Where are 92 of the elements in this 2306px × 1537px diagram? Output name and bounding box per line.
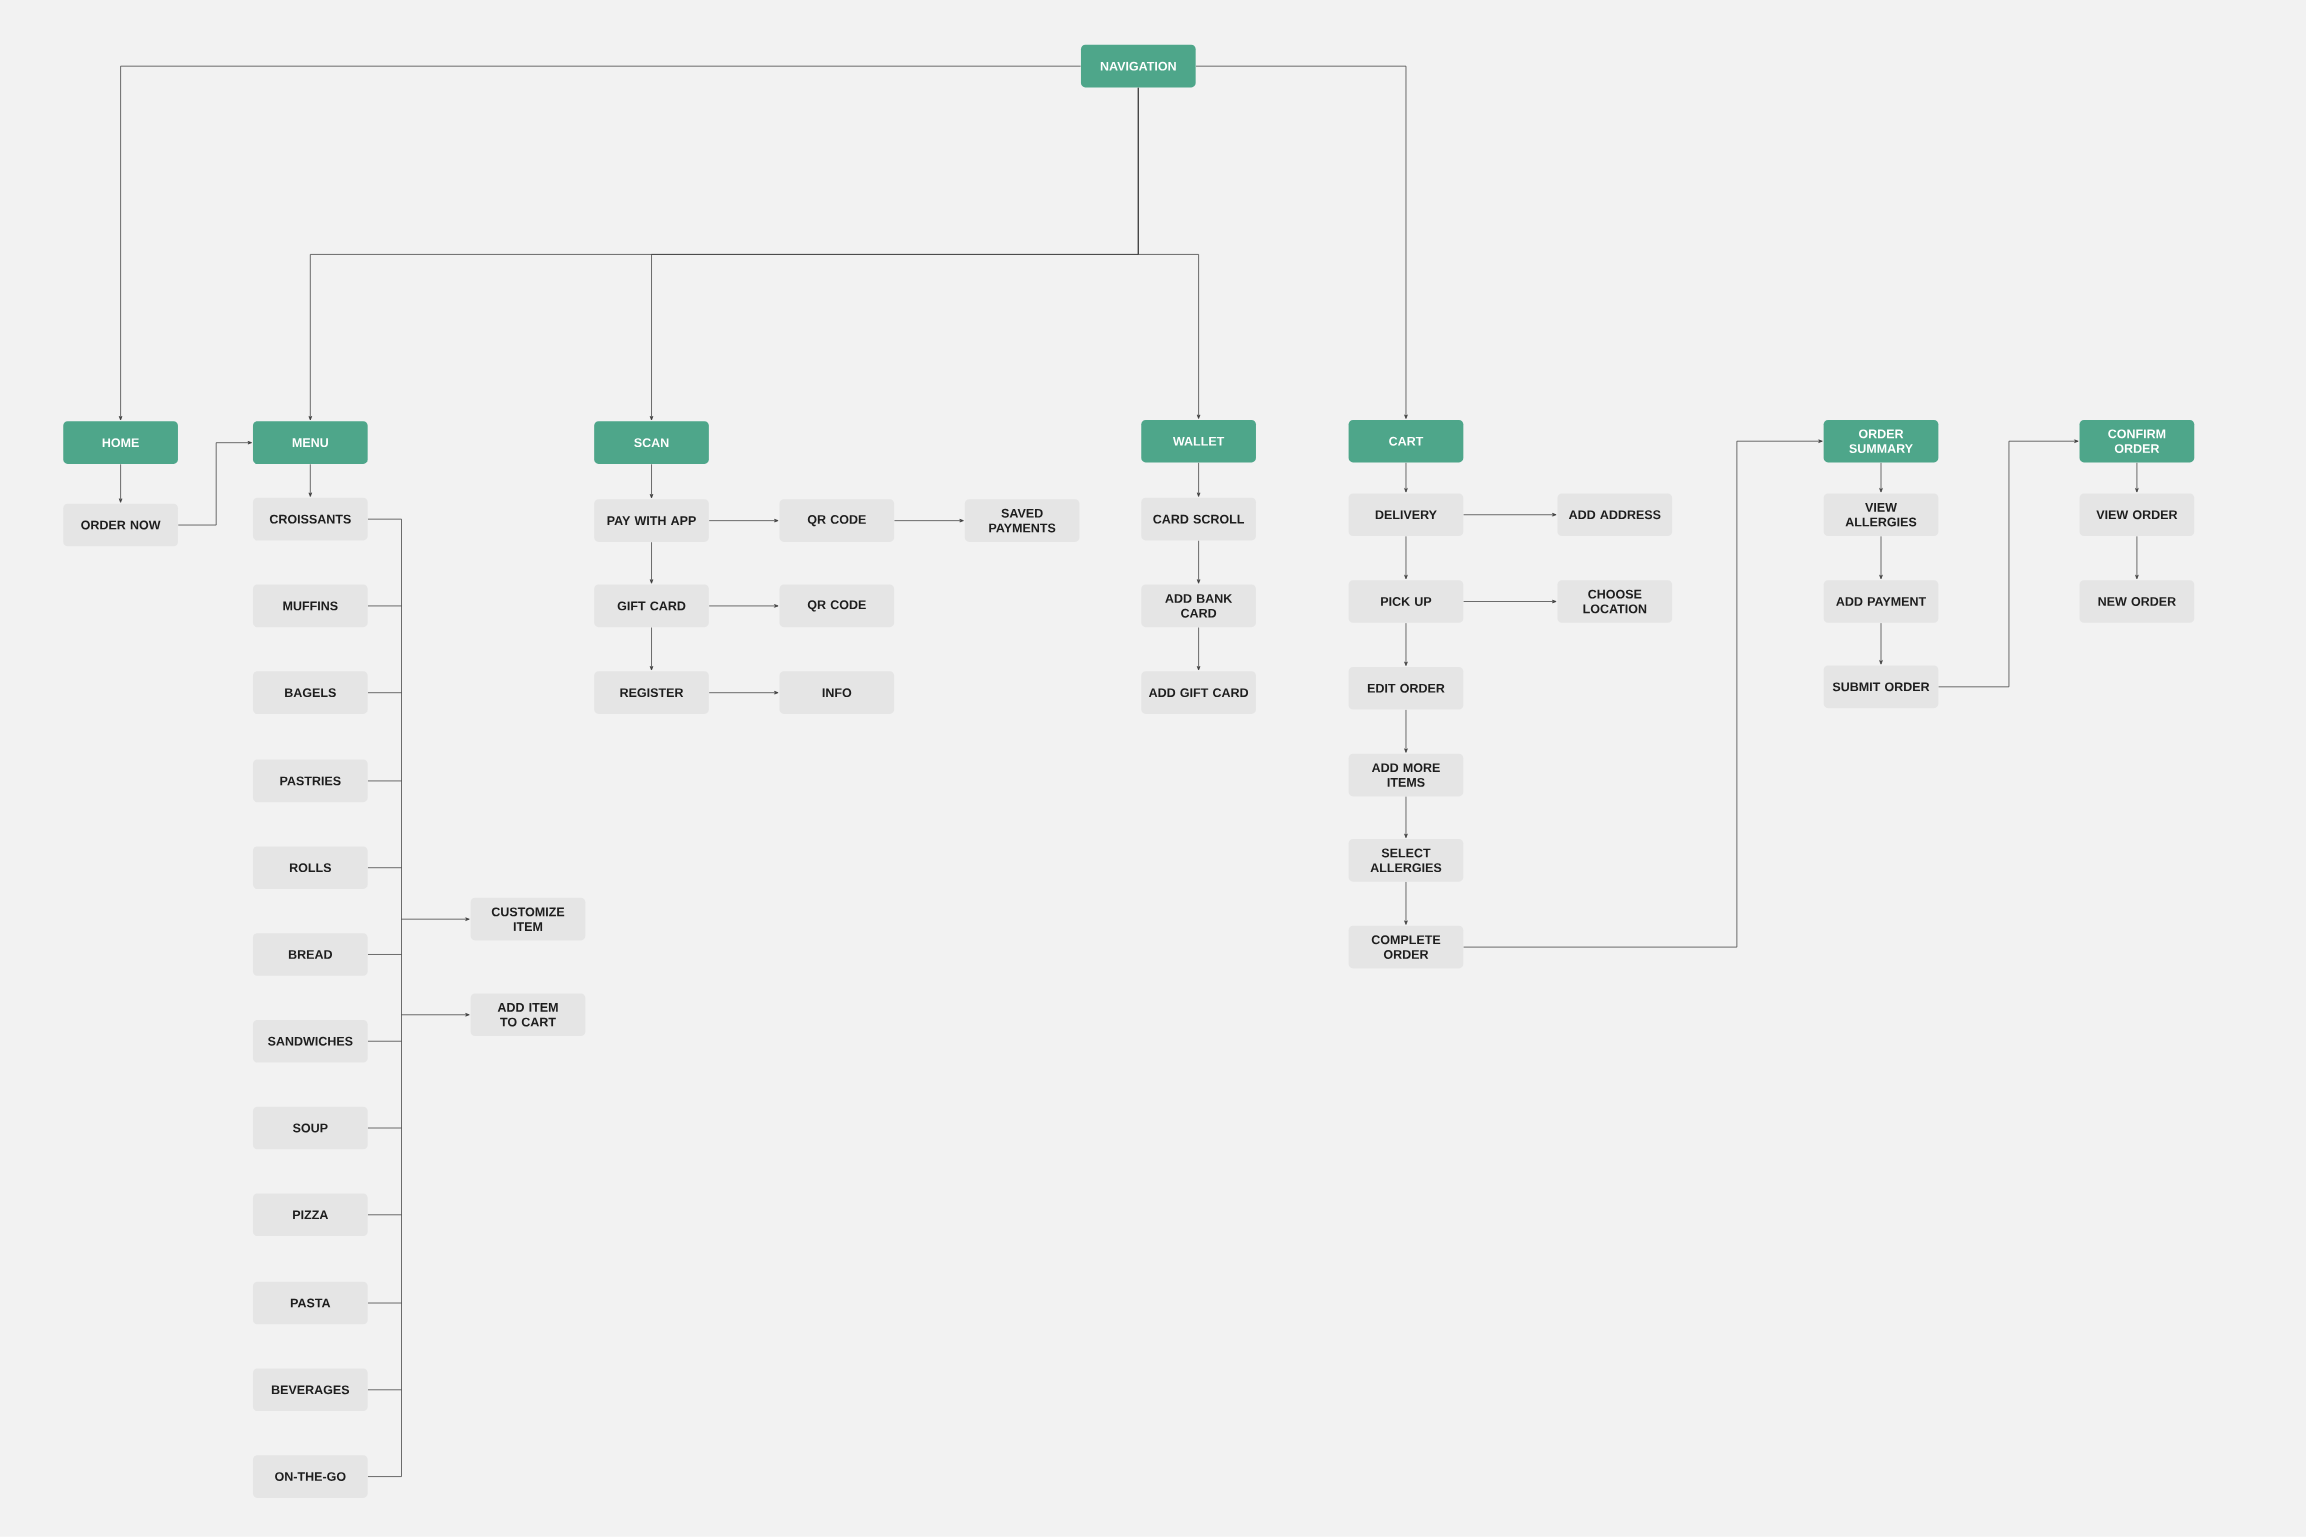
connector-line	[367, 692, 402, 694]
connector-arrow	[118, 65, 1082, 421]
page-box: INFO	[779, 671, 895, 715]
page-box: ADD BANK CARD	[1141, 584, 1256, 628]
connector-line	[367, 605, 402, 607]
page-box: SOUP	[252, 1106, 368, 1150]
connector-line	[367, 1127, 402, 1129]
connector-line	[367, 1476, 402, 1477]
connector-arrow	[894, 518, 964, 523]
connector-line	[367, 954, 402, 955]
section-box: NAVIGATION	[1080, 44, 1196, 88]
page-box: ADD PAYMENT	[1823, 580, 1939, 623]
page-box: BREAD	[252, 933, 368, 976]
page-box: VIEW ORDER	[2079, 493, 2195, 537]
page-box: PASTA	[252, 1281, 368, 1325]
page-box: NEW ORDER	[2079, 580, 2195, 623]
page-box: QR CODE	[779, 499, 895, 543]
connector-arrow	[1463, 599, 1557, 604]
connector-line	[367, 780, 402, 782]
page-box: PASTRIES	[252, 759, 368, 803]
page-box: BEVERAGES	[252, 1368, 368, 1412]
section-box: CONFIRM ORDER	[2079, 419, 2195, 463]
page-box: COMPLETE ORDER	[1348, 925, 1464, 969]
connector-arrow	[1463, 439, 1823, 948]
connector-line	[367, 1389, 402, 1391]
page-box: EDIT ORDER	[1348, 667, 1464, 710]
connector-arrow	[708, 518, 779, 523]
page-box: ON-THE-GO	[252, 1455, 368, 1498]
connector-arrow	[1463, 513, 1557, 517]
connector-arrow	[308, 464, 313, 497]
page-box: ADD GIFT CARD	[1141, 671, 1256, 715]
section-box: ORDER SUMMARY	[1823, 419, 1939, 463]
connector-arrow	[1404, 622, 1408, 667]
connector-arrow	[118, 464, 123, 503]
connector-line	[367, 867, 402, 869]
connector-arrow	[1196, 540, 1201, 584]
page-box: VIEW ALLERGIES	[1823, 493, 1939, 537]
page-box: DELIVERY	[1348, 493, 1464, 537]
connector-arrow	[1938, 439, 2079, 688]
connector-arrow	[1404, 536, 1408, 580]
page-box: CUSTOMIZE ITEM	[470, 897, 586, 941]
connector-line	[367, 1040, 402, 1042]
connector-arrow	[1879, 536, 1883, 580]
section-box: WALLET	[1141, 419, 1256, 463]
connector-arrow	[1404, 709, 1408, 753]
page-box: CARD SCROLL	[1141, 497, 1256, 541]
connector-arrow	[1404, 881, 1408, 925]
page-box: PICK UP	[1348, 580, 1464, 623]
connector-arrow	[1879, 622, 1883, 665]
page-box: PAY WITH APP	[594, 499, 709, 543]
page-box: PIZZA	[252, 1193, 368, 1237]
connector-arrow	[1137, 87, 1201, 419]
page-box: SANDWICHES	[252, 1020, 368, 1063]
connector-arrow	[1196, 627, 1201, 671]
connector-arrow	[2135, 462, 2139, 493]
connector-arrow	[177, 441, 252, 526]
page-box: ADD ADDRESS	[1557, 493, 1673, 537]
page-box: SUBMIT ORDER	[1823, 665, 1939, 709]
connector-arrow	[708, 691, 779, 695]
connector-line	[367, 1214, 402, 1216]
page-box: ADD MORE ITEMS	[1348, 753, 1464, 797]
trunk-line	[401, 518, 402, 1477]
page-box: CROISSANTS	[252, 497, 368, 541]
connector-line	[367, 518, 402, 520]
connector-arrow	[1196, 462, 1201, 497]
connector-arrow	[708, 604, 779, 608]
connector-arrow	[1195, 65, 1408, 419]
page-box: ROLLS	[252, 846, 368, 890]
connector-arrow	[649, 541, 654, 584]
section-box: HOME	[63, 421, 178, 465]
connector-arrow	[1404, 796, 1408, 839]
connector-arrow	[401, 1013, 470, 1017]
page-box: REGISTER	[594, 671, 709, 715]
connector-arrow	[1879, 462, 1883, 493]
page-box: SELECT ALLERGIES	[1348, 839, 1464, 882]
page-box: ADD ITEM TO CART	[470, 993, 586, 1037]
page-box: GIFT CARD	[594, 584, 709, 628]
section-box: CART	[1348, 419, 1464, 463]
page-box: CHOOSE LOCATION	[1557, 580, 1673, 623]
page-box: SAVED PAYMENTS	[964, 499, 1080, 543]
connector-line	[367, 1302, 402, 1304]
page-box: BAGELS	[252, 671, 368, 715]
page-box: QR CODE	[779, 584, 895, 628]
page-box: ORDER NOW	[63, 503, 178, 547]
connector-arrow	[401, 917, 470, 921]
section-box: MENU	[252, 421, 368, 465]
connector-arrow	[1404, 462, 1408, 493]
connector-arrow	[2135, 536, 2139, 580]
section-box: SCAN	[594, 421, 709, 465]
connector-arrow	[649, 627, 654, 671]
connector-arrow	[649, 464, 654, 499]
page-box: MUFFINS	[252, 584, 368, 628]
